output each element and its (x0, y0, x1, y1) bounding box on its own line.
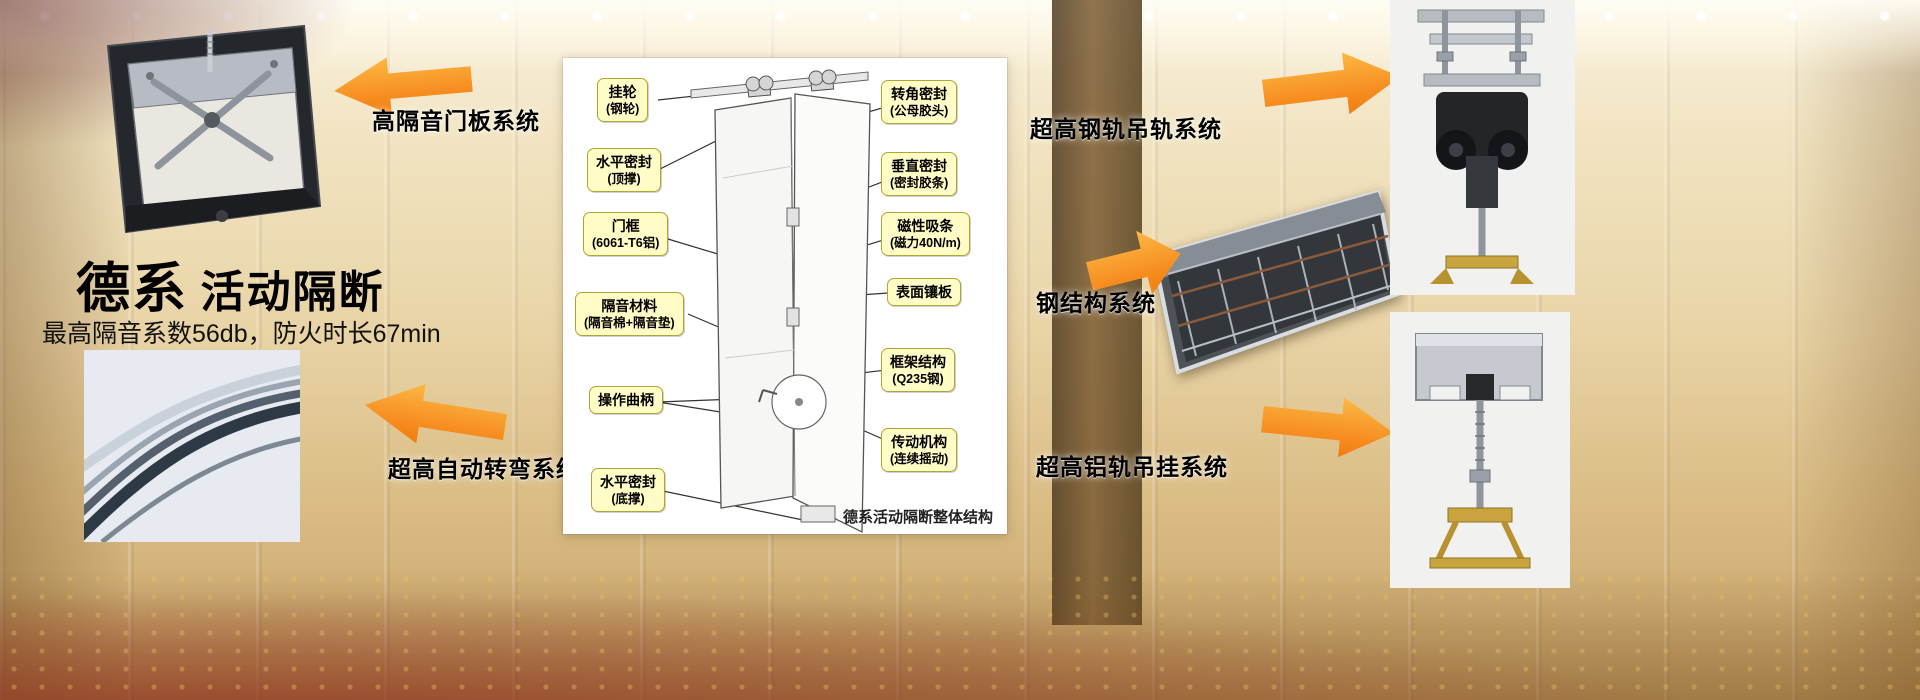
callout-transmission-mechanism: 传动机构 (连续摇动) (881, 428, 958, 473)
callout-surface-panel: 表面镶板 (887, 278, 961, 307)
steel-structure-photo (1148, 186, 1403, 378)
callout-text: 表面镶板 (896, 284, 952, 300)
callout-hanging-wheel: 挂轮 (钢轮) (597, 78, 649, 123)
callout-subtext: (隔音棉+隔音垫) (584, 316, 675, 331)
callout-text: 隔音材料 (601, 298, 658, 314)
callout-subtext: (6061-T6铝) (592, 236, 660, 251)
diagram-caption: 德系活动隔断整体结构 (842, 509, 993, 526)
callout-subtext: (钢轮) (606, 102, 640, 117)
callout-text: 挂轮 (608, 84, 637, 100)
callout-subtext: (密封胶条) (890, 176, 949, 191)
structure-diagram-panel: 挂轮 (钢轮) 水平密封 (顶撑) 门框 (6061-T6铝) 隔音材料 (隔音… (563, 58, 1007, 534)
door-panel-mechanism-photo (92, 6, 330, 242)
callout-text: 水平密封 (596, 154, 652, 170)
carpet-floor (0, 570, 1920, 700)
callout-subtext: (磁力40N/m) (890, 236, 961, 251)
system-label-steel-structure: 钢结构系统 (1036, 290, 1156, 316)
callout-magnetic-strip: 磁性吸条 (磁力40N/m) (881, 212, 970, 257)
callout-text: 框架结构 (890, 354, 946, 370)
steel-hanger-drawing (1390, 0, 1575, 295)
callout-text: 水平密封 (600, 474, 656, 490)
callout-text: 操作曲柄 (598, 392, 654, 408)
callout-text: 垂直密封 (891, 158, 948, 174)
callout-subtext: (Q235钢) (892, 372, 944, 387)
callout-horizontal-seal-bottom: 水平密封 (底撑) (591, 468, 665, 513)
callout-text: 磁性吸条 (897, 218, 954, 234)
callout-operating-crank: 操作曲柄 (589, 386, 663, 415)
callout-vertical-seal: 垂直密封 (密封胶条) (881, 152, 958, 197)
callout-text: 门框 (611, 218, 640, 234)
curved-track-drawing (84, 350, 300, 542)
steel-truss-drawing (1151, 189, 1401, 375)
callout-text: 传动机构 (891, 434, 948, 450)
subtitle-specs: 最高隔音系数56db，防火时长67min (42, 320, 441, 348)
steel-rail-hanger-photo (1390, 0, 1575, 295)
dark-wall-column (1052, 0, 1142, 625)
callout-text: 转角密封 (891, 86, 948, 102)
brand-name: 德系 (76, 259, 188, 319)
alu-rail-hanger-photo (1390, 312, 1570, 588)
door-mechanism-drawing (106, 24, 322, 234)
system-label-steel-rail: 超高钢轨吊轨系统 (1030, 116, 1222, 142)
callout-horizontal-seal-top: 水平密封 (顶撑) (587, 148, 661, 193)
alu-hanger-drawing (1390, 312, 1570, 588)
brand-title: 德系 活动隔断 (76, 244, 384, 323)
callout-subtext: (连续摇动) (890, 452, 949, 467)
system-label-alu-rail: 超高铝轨吊挂系统 (1036, 454, 1228, 480)
callout-subtext: (公母胶头) (890, 104, 949, 119)
callout-corner-seal: 转角密封 (公母胶头) (881, 80, 958, 125)
callout-door-frame: 门框 (6061-T6铝) (583, 212, 669, 257)
callout-subtext: (底撑) (611, 492, 645, 507)
curved-track-photo (84, 350, 300, 542)
product-name: 活动隔断 (200, 268, 385, 317)
callout-subtext: (顶撑) (607, 172, 641, 187)
partition-structure-drawing (657, 69, 904, 534)
system-label-auto-turn: 超高自动转弯系统 (388, 456, 580, 482)
callout-frame-structure: 框架结构 (Q235钢) (881, 348, 955, 393)
callout-sound-insulation-material: 隔音材料 (隔音棉+隔音垫) (575, 292, 684, 337)
system-label-door-panel: 高隔音门板系统 (372, 108, 540, 134)
